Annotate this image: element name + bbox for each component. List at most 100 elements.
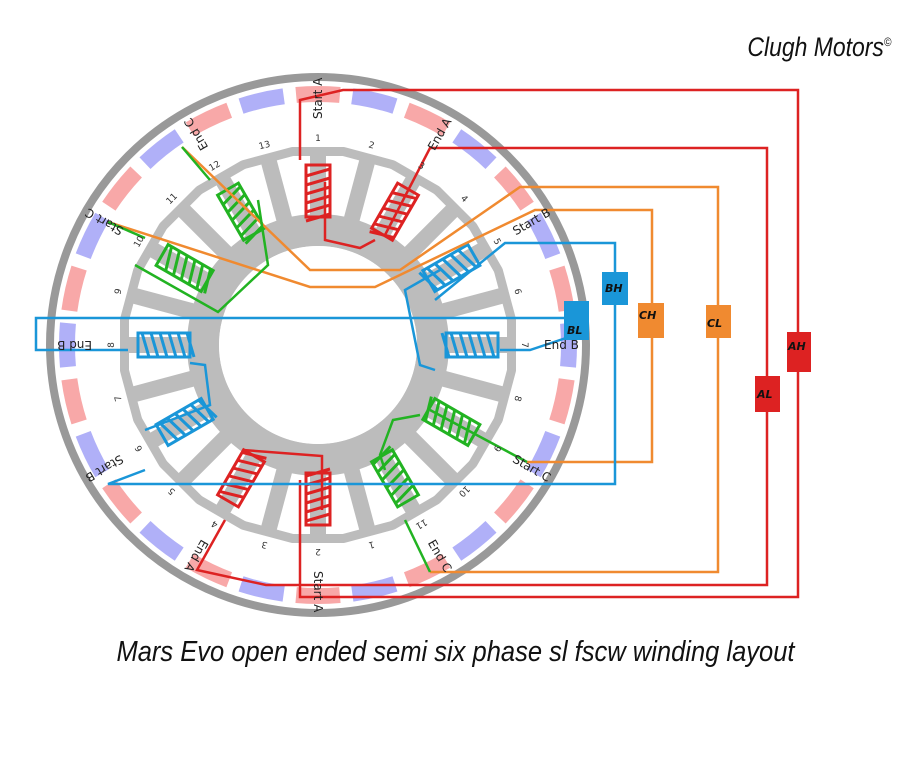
wire-c-end-top bbox=[181, 146, 211, 181]
stator-tooth bbox=[159, 186, 236, 263]
coil bbox=[369, 445, 421, 509]
coil-turn bbox=[240, 216, 260, 237]
coil-turn bbox=[140, 332, 151, 358]
coil-turn bbox=[467, 332, 478, 358]
stator-tooth bbox=[241, 463, 295, 543]
stator-tooth bbox=[400, 186, 477, 263]
magnet bbox=[351, 576, 398, 602]
magnet bbox=[75, 212, 110, 260]
coil-turn bbox=[373, 222, 399, 232]
coil-turn bbox=[305, 467, 331, 478]
magnet bbox=[549, 265, 575, 312]
coil-turn bbox=[390, 476, 410, 497]
coil-turn bbox=[203, 268, 213, 294]
coil-turn bbox=[449, 253, 470, 273]
coil-turn bbox=[241, 450, 267, 460]
tooth-number: 7 bbox=[113, 394, 124, 402]
lead-end-b-right: End B bbox=[544, 338, 579, 352]
wire-al bbox=[195, 146, 769, 587]
tooth-number: 7 bbox=[519, 342, 529, 348]
coil bbox=[418, 242, 482, 294]
coil-turn bbox=[149, 332, 160, 358]
stator-tooth bbox=[341, 463, 395, 543]
wires bbox=[34, 88, 800, 599]
wire-bl bbox=[34, 316, 575, 352]
coil bbox=[154, 242, 216, 294]
terminals: BL BH CH CL AL AH bbox=[564, 272, 811, 412]
stator bbox=[46, 73, 590, 617]
magnet bbox=[403, 553, 451, 588]
magnet bbox=[494, 166, 534, 211]
magnet bbox=[139, 129, 184, 169]
magnet bbox=[185, 102, 233, 137]
coil-turn bbox=[449, 332, 460, 358]
wire-b-bridge-left bbox=[144, 361, 212, 432]
magnet bbox=[58, 322, 76, 368]
terminal-bh[interactable]: BH bbox=[602, 272, 628, 305]
stator-tooth bbox=[159, 427, 236, 504]
tooth-number: 11 bbox=[165, 192, 180, 207]
coil-turn bbox=[195, 264, 205, 290]
tooth-number: 13 bbox=[258, 140, 272, 153]
terminal-al[interactable]: AL bbox=[755, 376, 780, 412]
coil-turn bbox=[476, 332, 487, 358]
tooth-number: 4 bbox=[210, 518, 220, 530]
coil-turn bbox=[372, 445, 392, 466]
coil-turn bbox=[441, 258, 462, 278]
tooth-number: 5 bbox=[167, 485, 178, 496]
coil-turn bbox=[189, 403, 210, 423]
coil-turn bbox=[179, 255, 189, 281]
wire-b-bridge-right bbox=[403, 268, 441, 372]
wire-c-start-right bbox=[429, 408, 528, 464]
coil-turn bbox=[171, 250, 181, 276]
tooth-number: 1 bbox=[315, 134, 321, 144]
tooth-number: 6 bbox=[511, 288, 522, 296]
terminal-al-label: AL bbox=[756, 388, 773, 401]
coil-turn bbox=[418, 271, 439, 291]
coil-turn bbox=[376, 453, 396, 474]
terminal-bl-label: BL bbox=[567, 324, 582, 337]
terminal-ch-label: CH bbox=[639, 309, 656, 322]
tooth-number: 9 bbox=[491, 443, 503, 453]
stator-tooth bbox=[196, 449, 263, 530]
terminal-cl-label: CL bbox=[707, 317, 722, 330]
coil bbox=[440, 331, 500, 359]
terminal-ah[interactable]: AH bbox=[787, 332, 811, 372]
wire-cl bbox=[181, 146, 720, 574]
coil-turn bbox=[232, 466, 258, 476]
coil-turn bbox=[176, 332, 187, 358]
coil-turn bbox=[185, 332, 196, 358]
tooth-number: 1 bbox=[367, 538, 375, 549]
magnet bbox=[75, 430, 110, 478]
terminal-bl[interactable]: BL bbox=[564, 301, 589, 340]
terminal-ch[interactable]: CH bbox=[638, 303, 664, 338]
stator-tooth bbox=[400, 427, 477, 504]
brand-name: Clugh Motors bbox=[746, 32, 884, 62]
terminal-cl[interactable]: CL bbox=[706, 305, 731, 338]
tooth-number: 4 bbox=[458, 194, 469, 205]
lead-start-a-top: Start A bbox=[311, 77, 325, 119]
magnet bbox=[526, 212, 561, 260]
tooth-number: 8 bbox=[107, 342, 117, 348]
coil-turn bbox=[197, 399, 218, 419]
magnet bbox=[238, 88, 285, 114]
coil-turn bbox=[226, 193, 246, 214]
brand-logo: Clugh Motors© bbox=[747, 32, 891, 63]
stator-tooth bbox=[341, 147, 395, 227]
stator-tooth bbox=[436, 368, 516, 422]
stator-tooth bbox=[133, 223, 214, 290]
coil-turn bbox=[228, 474, 254, 484]
wire-bh bbox=[107, 241, 617, 486]
coil-turn bbox=[244, 224, 264, 245]
coil-turn bbox=[305, 503, 331, 514]
wire-ah bbox=[298, 88, 800, 599]
coil-turn bbox=[423, 396, 433, 422]
tooth-number: 3 bbox=[261, 538, 269, 549]
coil-turn bbox=[305, 167, 331, 178]
wire-c-start-left bbox=[107, 220, 146, 240]
coil-turn bbox=[158, 421, 179, 441]
wire-a-bridge-bottom bbox=[242, 448, 324, 510]
tooth-number: 2 bbox=[315, 546, 321, 556]
coil-turn bbox=[167, 332, 178, 358]
